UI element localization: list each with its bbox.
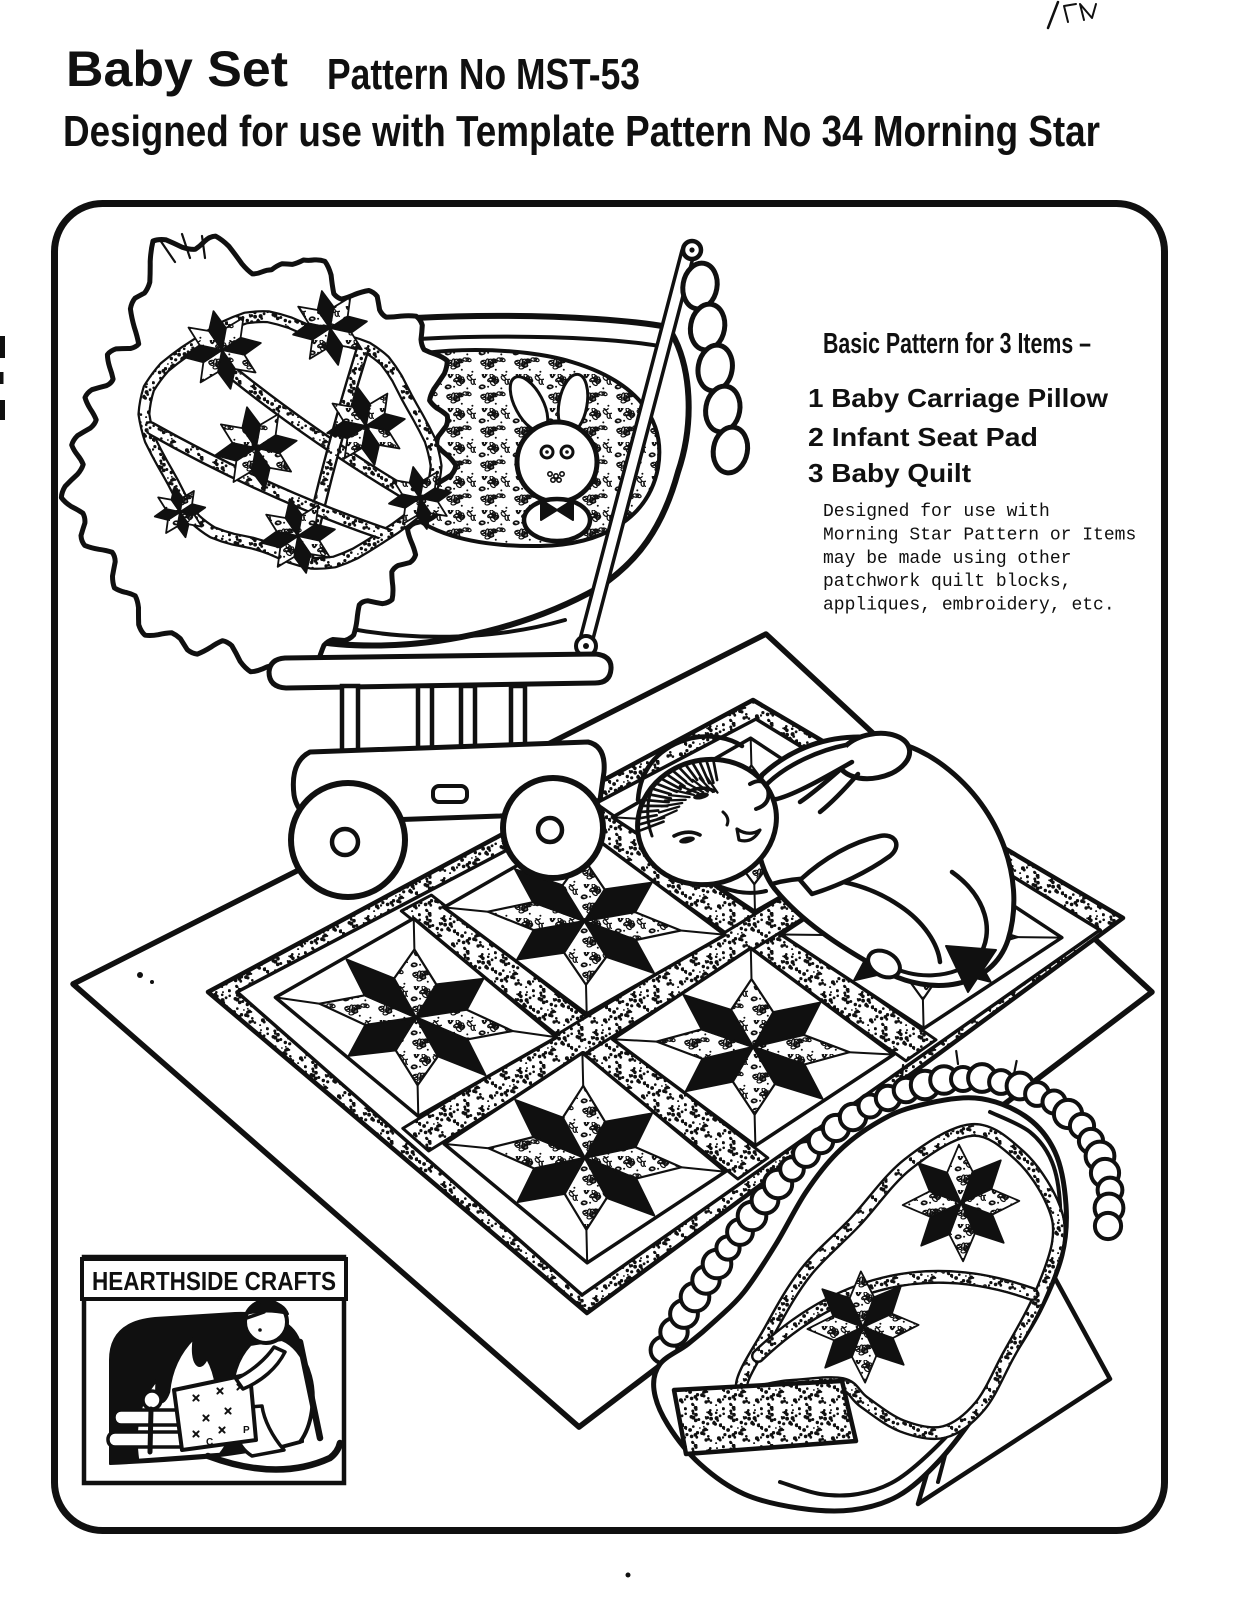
svg-text:P: P bbox=[243, 1425, 250, 1436]
svg-text:3 Baby Quilt: 3 Baby Quilt bbox=[808, 458, 971, 488]
svg-text:2 Infant Seat Pad: 2 Infant Seat Pad bbox=[808, 422, 1038, 452]
svg-text:Designed for use with Templat: Designed for use with Template Pattern N… bbox=[63, 107, 1100, 156]
svg-text:Baby Set: Baby Set bbox=[66, 41, 288, 97]
svg-text:Morning Star Pattern or Items: Morning Star Pattern or Items bbox=[823, 525, 1136, 545]
svg-text:Designed for use with: Designed for use with bbox=[823, 502, 1050, 522]
svg-text:Pattern No MST-53: Pattern No MST-53 bbox=[327, 50, 640, 99]
svg-text:HEARTHSIDE CRAFTS: HEARTHSIDE CRAFTS bbox=[92, 1266, 336, 1296]
svg-text:patchwork quilt blocks,: patchwork quilt blocks, bbox=[823, 572, 1071, 592]
svg-text:may be made using other: may be made using other bbox=[823, 549, 1071, 569]
svg-text:appliques, embroidery, etc.: appliques, embroidery, etc. bbox=[823, 596, 1115, 616]
svg-text:Basic Pattern for 3 Items –: Basic Pattern for 3 Items – bbox=[823, 328, 1091, 360]
svg-text:C: C bbox=[206, 1437, 213, 1448]
svg-text:1 Baby Carriage Pillow: 1 Baby Carriage Pillow bbox=[808, 383, 1109, 413]
